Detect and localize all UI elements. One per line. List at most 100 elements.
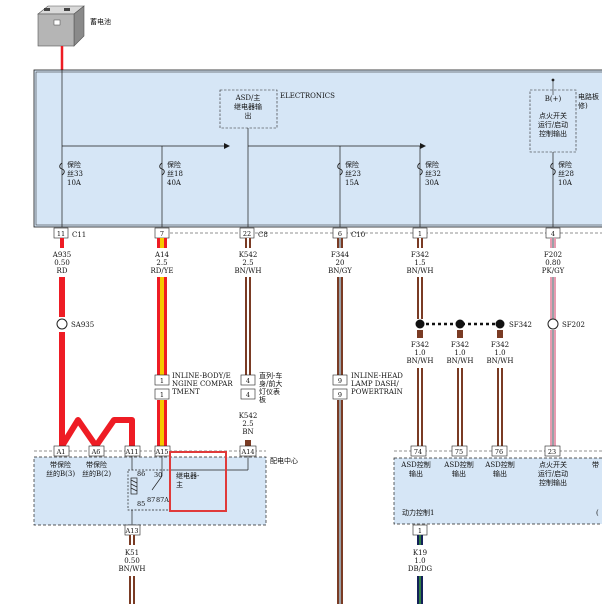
ignition-line-2: 运行/启动 [538, 120, 568, 129]
f342b-code: F342 [451, 341, 469, 349]
fused-b3-line-1: 带保险 [50, 460, 71, 469]
pcm-pin-76: 76 [495, 448, 503, 456]
sa935-splice-icon [56, 318, 68, 330]
f342b-size: 1.0 [454, 349, 465, 357]
inline-dash-line-3: 灯仪表 [259, 387, 280, 396]
battery-icon [37, 5, 85, 47]
sf342-bus [415, 319, 505, 329]
f202-color: PK/GY [542, 267, 565, 275]
inline-head-line-2: LAMP DASH/ [351, 380, 399, 388]
k542b-color: BN [242, 428, 253, 436]
a935-code: A935 [52, 251, 71, 259]
f344-code: F344 [331, 251, 350, 259]
relay-pin-30: 30 [154, 471, 162, 479]
f202-code: F202 [544, 251, 562, 259]
fuse28-line-1: 保险 [558, 160, 572, 169]
f344-color: BN/GY [328, 267, 352, 275]
edge-note-2: 修) [578, 101, 588, 110]
pcm-ign-line-2: 运行/启动 [538, 469, 568, 478]
wire-f344 [337, 238, 343, 604]
inline-body-pin-2: 1 [160, 391, 164, 399]
k542-code: K542 [239, 251, 258, 259]
inline-dash-pin-1: 4 [246, 377, 250, 385]
inline-dash-pin-2: 4 [246, 391, 250, 399]
bus-arrow-right [420, 143, 426, 149]
a14-size: 2.5 [156, 259, 167, 267]
k51-size: 0.50 [124, 557, 140, 565]
wire-a935 [59, 238, 135, 449]
pcm-asd2-line-1: ASD控制 [443, 460, 473, 469]
fuse23-line-2: 丝23 [345, 169, 361, 178]
inline-dash-line-4: 板 [259, 395, 266, 404]
fused-b2-line-2: 丝的B(2) [82, 469, 111, 478]
inline-head-line-3: POWERTRAIN [351, 388, 403, 396]
c10-name: C10 [351, 231, 365, 239]
relay-symbol [127, 456, 249, 525]
f342-size: 1.5 [414, 259, 425, 267]
fuse32-line-1: 保险 [425, 160, 439, 169]
relay-pin-85: 85 [137, 500, 145, 508]
asd-relay-line-2: 继电器输 [234, 102, 262, 111]
pdc-upper-inner [35, 71, 602, 226]
wire-a14 [157, 238, 167, 446]
pcm-asd1-line-1: ASD控制 [400, 460, 430, 469]
f342c-size: 1.0 [494, 349, 505, 357]
pin-a6: A6 [91, 448, 101, 456]
fuse28-line-2: 丝28 [558, 169, 574, 178]
inline-connector-pins [154, 374, 348, 400]
k19-code: K19 [413, 549, 427, 557]
f342a-color: BN/WH [407, 357, 434, 365]
battery-label: 蓄电池 [90, 17, 111, 26]
fuse18-line-2: 丝18 [167, 169, 183, 178]
sf202-label: SF202 [562, 321, 585, 329]
sf342-label: SF342 [509, 321, 532, 329]
inline-head-pin-2: 9 [338, 391, 342, 399]
fuse23-line-1: 保险 [345, 160, 359, 169]
f342-color: BN/WH [407, 267, 434, 275]
pdc-lower-box [33, 456, 267, 526]
f202-size: 0.80 [545, 259, 561, 267]
f342b-color: BN/WH [447, 357, 474, 365]
c4-pin: 4 [551, 230, 555, 238]
pcm-pin-1: 1 [418, 527, 422, 535]
f342a-size: 1.0 [414, 349, 425, 357]
asd-relay-line-1: ASD/主 [235, 93, 261, 102]
k51-color: BN/WH [119, 565, 146, 573]
inline-body-pin-1: 1 [160, 377, 164, 385]
pdc-upper-box [33, 69, 602, 228]
pdc-lower-label: 配电中心 [270, 456, 298, 465]
inline-body-line-2: NGINE COMPAR [172, 380, 233, 388]
a14-color: RD/YE [151, 267, 174, 275]
edge-note-1: 电路板 [578, 92, 599, 101]
pdc-bus [61, 70, 554, 227]
f342a-code: F342 [411, 341, 429, 349]
fuse33-line-1: 保险 [67, 160, 81, 169]
pin-a15: A15 [155, 448, 169, 456]
ignition-line-1: 点火开关 [539, 111, 567, 120]
fuse33-line-2: 丝33 [67, 169, 83, 178]
f342c-code: F342 [491, 341, 509, 349]
pcm-footer: 动力控制1 [402, 508, 434, 517]
pin-a11: A11 [125, 448, 139, 456]
sa935-label: SA935 [71, 321, 94, 329]
fuse32-line-3: 30A [425, 179, 440, 187]
ignition-line-3: 控制输出 [539, 129, 567, 138]
fuse28-line-3: 10A [558, 179, 573, 187]
pcm-edge-label: 带 [592, 461, 599, 469]
relay-line-2: 主 [176, 480, 183, 489]
inline-dash-line-1: 直列-车 [259, 371, 282, 380]
c1-pin: 1 [418, 230, 422, 238]
pcm-pin-74: 74 [414, 448, 422, 456]
asd-relay-line-3: 出 [245, 111, 252, 120]
bplus-node [551, 78, 555, 82]
pcm-asd3-line-2: 输出 [493, 469, 507, 478]
wire-f342-branches [417, 330, 503, 448]
pin-a13: A13 [125, 527, 139, 535]
inline-body-line-1: INLINE-BODY/E [172, 372, 231, 380]
fuse18-line-1: 保险 [167, 160, 181, 169]
a935-color: RD [57, 267, 68, 275]
k19-size: 1.0 [414, 557, 425, 565]
k542b-size: 2.5 [242, 420, 253, 428]
fuse33-line-3: 10A [67, 179, 82, 187]
